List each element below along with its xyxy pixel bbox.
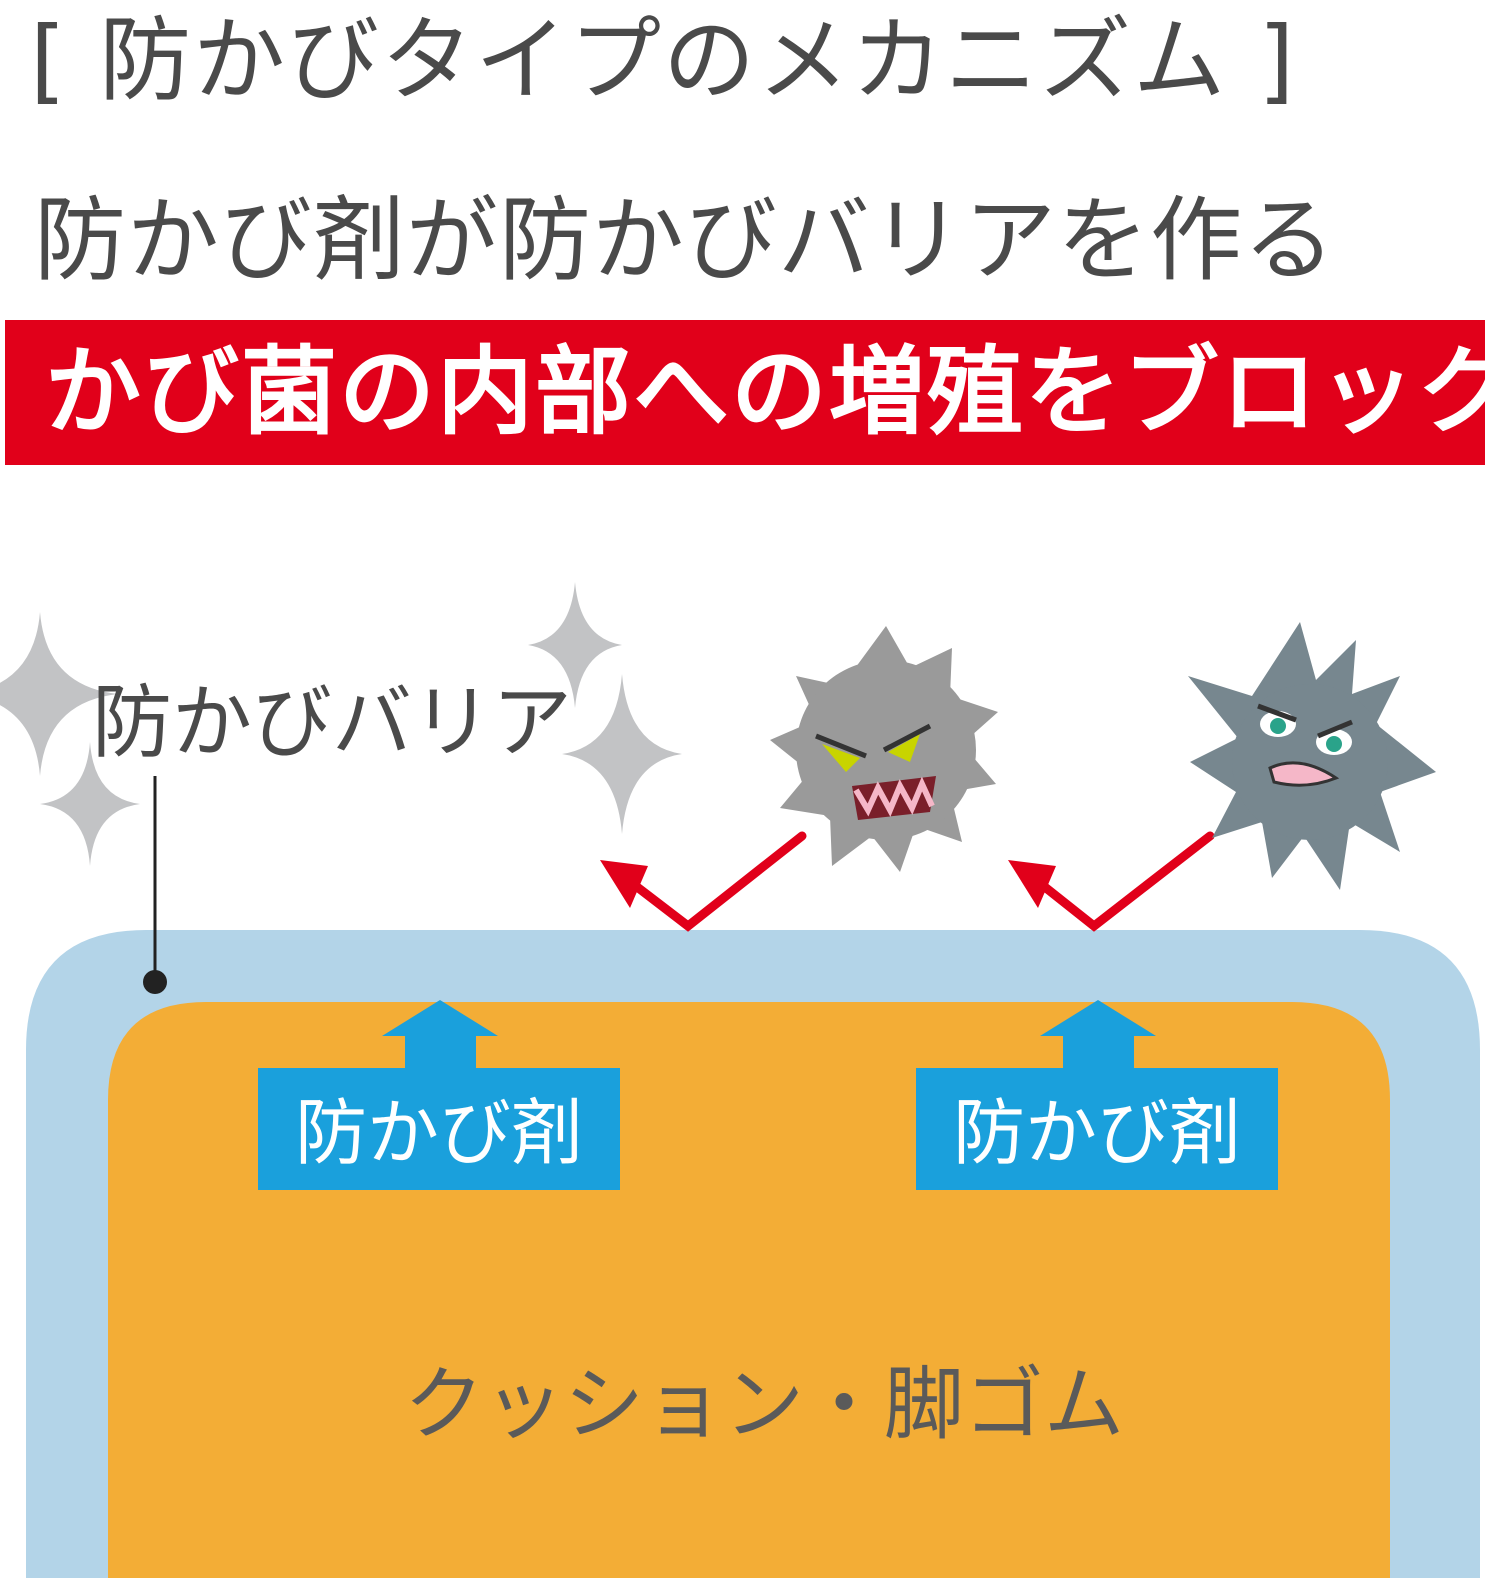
deflect-arrow-head — [1008, 860, 1056, 908]
deflect-arrow-head — [600, 860, 648, 908]
sparkle-icon — [528, 582, 622, 708]
deflect-arrow-icon — [623, 831, 807, 932]
mold-germ-icon — [1188, 622, 1436, 890]
subtitle: 防かび剤が防かびバリアを作る — [34, 187, 1337, 294]
agent-label-left: 防かび剤 — [295, 1091, 583, 1175]
material-label: クッション・脚ゴム — [404, 1358, 1124, 1451]
banner-text: かび菌の内部への増殖をブロック — [45, 336, 1488, 448]
up-arrow-icon — [382, 1000, 498, 1070]
page-title: [ 防かびタイプのメカニズム ] — [30, 7, 1297, 114]
agent-box-right — [916, 1068, 1278, 1190]
sparkle-icon — [40, 742, 140, 866]
agent-label-right: 防かび剤 — [953, 1091, 1241, 1175]
up-arrow-icon — [1040, 1000, 1156, 1070]
sparkle-icon — [562, 674, 682, 834]
highlight-banner: かび菌の内部への増殖をブロック — [5, 320, 1488, 465]
leader-dot — [143, 970, 167, 994]
mold-germ-icon — [770, 626, 998, 872]
agent-box-left — [258, 1068, 620, 1190]
sparkle-icon — [0, 612, 118, 776]
barrier-label: 防かびバリア — [92, 676, 572, 769]
deflect-arrow-icon — [1031, 831, 1215, 932]
